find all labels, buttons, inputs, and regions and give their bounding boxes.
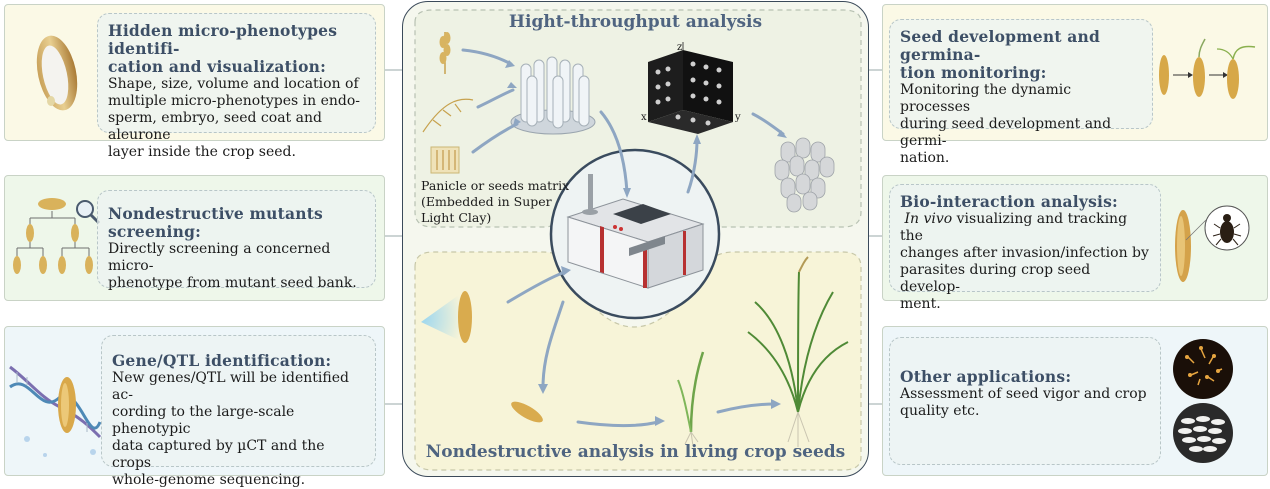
card-body: In vivo visualizing and tracking the cha… — [900, 211, 1150, 313]
card-hidden-micro-phenotypes: Hidden micro-phenotypes identifi- cation… — [97, 13, 376, 160]
card-body: Shape, size, volume and location of mult… — [108, 76, 365, 161]
body-line: ment. — [900, 296, 941, 312]
card-title: Bio-interaction analysis: — [900, 192, 1118, 211]
center-illustration — [414, 9, 862, 471]
body-line: during seed development and germi- — [900, 116, 1112, 149]
card-seed-development: Seed development and germina- tion monit… — [889, 19, 1153, 166]
card-body: New genes/QTL will be identified ac- cor… — [112, 370, 365, 489]
voxel-stack-icon — [774, 137, 835, 213]
seedling-petri-icon — [1173, 339, 1233, 399]
axis-x-label: x — [641, 112, 647, 123]
body-line: cording to the large-scale phenotypic — [112, 404, 295, 437]
panel-mutants-screening: Nondestructive mutants screening: Direct… — [4, 175, 385, 301]
body-line: sperm, embryo, seed coat and aleurone — [108, 110, 322, 143]
axis-y-label: y — [735, 112, 741, 123]
body-line: Monitoring the dynamic processes — [900, 82, 1072, 115]
matrix-label: Panicle or seeds matrix (Embedded in Sup… — [421, 178, 569, 226]
title-line: Hidden micro-phenotypes identifi- — [108, 21, 338, 58]
body-line: In vivo visualizing and tracking the — [900, 211, 1150, 245]
card-bio-interaction: Bio-interaction analysis: In vivo visual… — [889, 184, 1161, 312]
label-line: (Embedded in Super — [421, 194, 552, 209]
body-line: quality etc. — [900, 403, 980, 419]
seed-matrix-icon — [430, 146, 460, 174]
center-box: Hight-throughput analysis Nondestructive… — [402, 1, 869, 477]
label-line: Light Clay) — [421, 210, 492, 225]
label-line: Panicle or seeds matrix — [421, 178, 570, 193]
card-title: Nondestructive mutants screening: — [108, 204, 323, 241]
body-line: New genes/QTL will be identified ac- — [112, 370, 349, 403]
rice-panicle-icon — [422, 98, 474, 133]
rice-seed-icon — [36, 35, 78, 111]
seed-lying-icon — [511, 401, 543, 423]
dna-helix-icon — [9, 365, 102, 457]
top-title: Hight-throughput analysis — [508, 12, 763, 32]
panel-seed-development: Seed development and germina- tion monit… — [882, 4, 1268, 166]
seed-tree-icon — [13, 198, 93, 274]
panel-bio-interaction: Bio-interaction analysis: In vivo visual… — [882, 175, 1268, 312]
body-line: data captured by µCT and the crops — [112, 438, 325, 471]
card-title: Gene/QTL identification: — [112, 351, 332, 370]
rice-seed-icon — [458, 291, 472, 343]
panel-gene-qtl: Gene/QTL identification: New genes/QTL w… — [4, 326, 385, 488]
body-line: Assessment of seed vigor and crop — [900, 386, 1147, 402]
wheat-ear-icon — [439, 32, 451, 74]
body-line-rest: visualizing and tracking the — [900, 211, 1128, 244]
ct-scanner-icon — [566, 174, 705, 289]
title-line: tion monitoring: — [900, 63, 1047, 82]
card-body: Monitoring the dynamic processes during … — [900, 82, 1142, 167]
body-line: changes after invasion/infection by — [900, 245, 1149, 261]
tube-rack-icon — [510, 56, 596, 135]
beetle-icon — [1175, 205, 1250, 282]
body-line: nation. — [900, 150, 950, 166]
seedling-icon — [677, 351, 705, 447]
card-title: Hidden micro-phenotypes identifi- cation… — [108, 22, 365, 76]
body-line: layer inside the crop seed. — [108, 144, 296, 160]
panel-hidden-micro-phenotypes: Hidden micro-phenotypes identifi- cation… — [4, 4, 385, 160]
title-line: Seed development and germina- — [900, 27, 1101, 64]
body-line: whole-genome sequencing. — [112, 472, 306, 488]
rice-grains-petri-icon — [1173, 403, 1233, 463]
card-body: Directly screening a concerned micro- ph… — [108, 241, 365, 292]
card-other-applications: Other applications: Assessment of seed v… — [889, 337, 1161, 465]
connector-lines — [383, 69, 882, 405]
magnifier-icon — [76, 200, 101, 225]
card-title: Seed development and germina- tion monit… — [900, 28, 1142, 82]
rice-plant-icon — [747, 256, 849, 447]
body-line: Shape, size, volume and location of — [108, 76, 359, 92]
body-line: phenotype from mutant seed bank. — [108, 275, 357, 291]
title-line: cation and visualization: — [108, 57, 327, 76]
panel-other-applications: Other applications: Assessment of seed v… — [882, 326, 1268, 476]
body-line: Directly screening a concerned micro- — [108, 241, 331, 274]
card-body: Assessment of seed vigor and crop qualit… — [900, 386, 1150, 420]
in-vivo-italic: In vivo — [904, 211, 953, 227]
body-line: parasites during crop seed develop- — [900, 262, 1091, 295]
body-line: multiple micro-phenotypes in endo- — [108, 93, 360, 109]
card-gene-qtl: Gene/QTL identification: New genes/QTL w… — [101, 335, 376, 488]
ct-slice-grid-icon — [648, 42, 733, 134]
bottom-title: Nondestructive analysis in living crop s… — [425, 442, 846, 462]
xray-beam-icon — [421, 292, 463, 342]
card-mutants-screening: Nondestructive mutants screening: Direct… — [97, 190, 376, 291]
germination-icon — [1159, 38, 1256, 99]
card-title: Other applications: — [900, 367, 1072, 386]
axis-z-label: z — [677, 42, 683, 53]
